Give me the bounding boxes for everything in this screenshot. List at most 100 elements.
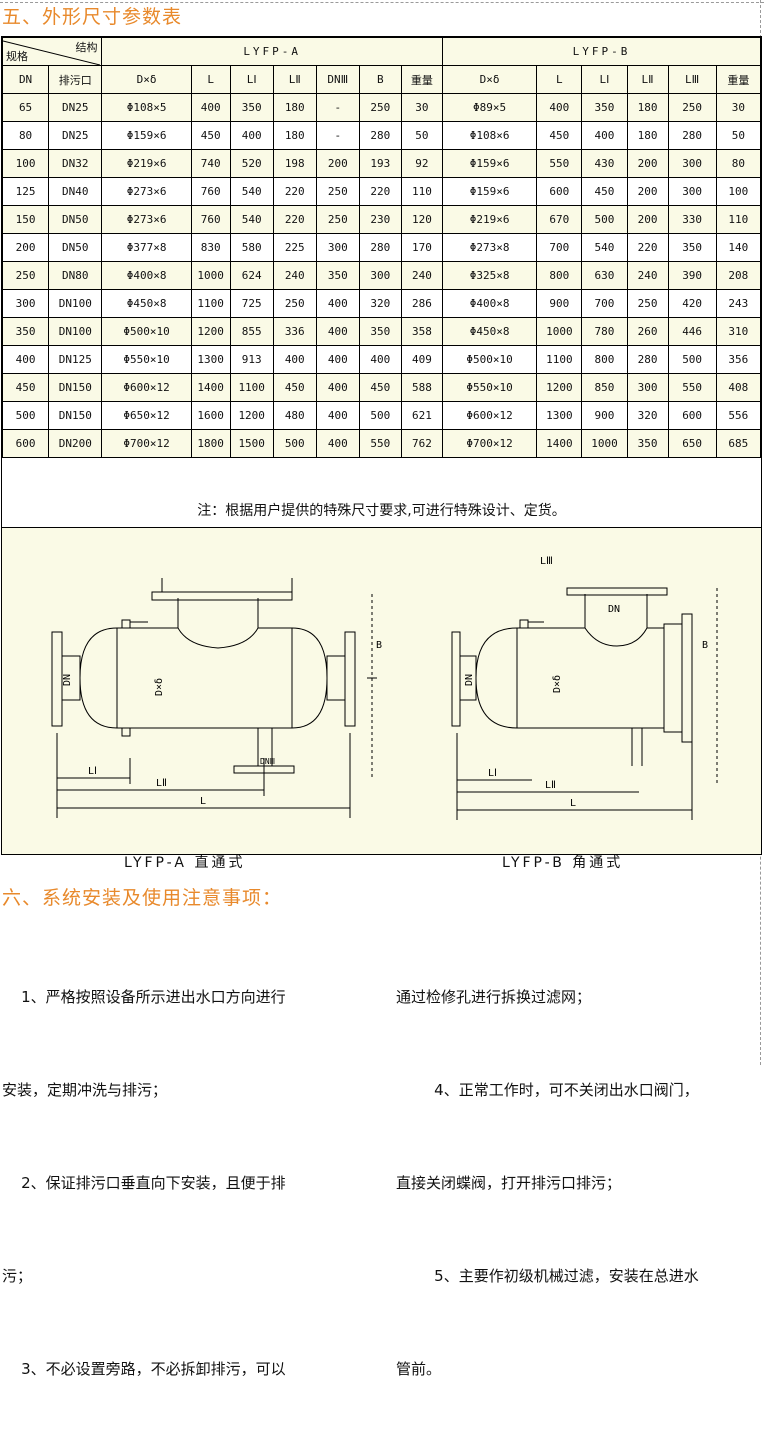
table-cell: 450 — [1, 373, 50, 402]
table-cell: 220 — [272, 177, 317, 206]
table-cell: Φ500×10 — [101, 317, 192, 346]
table-cell: 450 — [581, 177, 628, 206]
table-cell: DN100 — [48, 289, 103, 318]
drawing-b-dn-label: DN — [464, 674, 475, 686]
table-cell: - — [315, 93, 360, 122]
table-cell: 225 — [272, 233, 317, 262]
table-cell: 208 — [715, 261, 762, 290]
table-cell: 280 — [358, 233, 402, 262]
table-cell: Φ377×8 — [101, 233, 192, 262]
drawing-a-l1-label: LⅠ — [88, 766, 97, 777]
table-cell: 356 — [715, 345, 762, 374]
table-cell: 430 — [581, 149, 628, 178]
table-cell: 220 — [272, 205, 317, 234]
technical-drawings: D×δ DN LⅠ LⅡ L B DNⅢ — [51, 556, 718, 820]
table-cell: 250 — [272, 289, 317, 318]
table-cell: 621 — [400, 401, 443, 430]
table-cell: Φ108×5 — [101, 93, 192, 122]
table-cell: 762 — [400, 429, 443, 458]
drawing-b-dn-top-label: DN — [608, 604, 620, 615]
table-cell: 220 — [626, 233, 669, 262]
drawing-a-dn3-label: DNⅢ — [260, 757, 275, 766]
table-cell: 110 — [715, 205, 762, 234]
corner-top-label: 结构 — [75, 41, 98, 54]
table-cell: 300 — [358, 261, 402, 290]
table-cell: 850 — [581, 373, 628, 402]
table-cell: Φ108×6 — [441, 121, 538, 150]
column-header: D×δ — [441, 65, 538, 94]
table-cell: 1300 — [536, 401, 583, 430]
table-cell: 1200 — [536, 373, 583, 402]
table-cell: 50 — [400, 121, 443, 150]
column-header: LⅡ — [272, 65, 317, 94]
table-cell: Φ600×12 — [441, 401, 538, 430]
drawing-b: D×δ DN DN LⅢ LⅠ LⅡ L B — [451, 556, 718, 820]
table-cell: 725 — [229, 289, 274, 318]
drawing-a-dd-label: D×δ — [154, 678, 165, 696]
table-cell: 390 — [667, 261, 717, 290]
table-cell: Φ273×6 — [101, 177, 192, 206]
table-cell: 500 — [1, 401, 50, 430]
table-cell: 1100 — [190, 289, 231, 318]
table-cell: 320 — [626, 401, 669, 430]
table-cell: 400 — [272, 345, 317, 374]
table-cell: DN200 — [48, 429, 103, 458]
table-cell: 336 — [272, 317, 317, 346]
table-cell: 400 — [1, 345, 50, 374]
table-cell: 480 — [272, 401, 317, 430]
table-cell: 400 — [190, 93, 231, 122]
table-cell: 1100 — [536, 345, 583, 374]
table-cell: 170 — [400, 233, 443, 262]
table-cell: 400 — [315, 289, 360, 318]
table-cell: 350 — [315, 261, 360, 290]
notes-right-line: 4、正常工作时，可不关闭出水口阀门， — [396, 1081, 699, 1099]
table-cell: 855 — [229, 317, 274, 346]
column-header: L — [536, 65, 583, 94]
table-cell: 300 — [626, 373, 669, 402]
column-header: 重量 — [715, 65, 762, 94]
drawing-b-caption: LYFP-B 角通式 — [502, 855, 624, 871]
drawing-a-caption: LYFP-A 直通式 — [124, 855, 246, 871]
table-cell: - — [315, 121, 360, 150]
table-cell: 280 — [626, 345, 669, 374]
table-cell: 286 — [400, 289, 443, 318]
drawing-a: D×δ DN LⅠ LⅡ L B DNⅢ — [51, 578, 382, 818]
table-cell: 600 — [536, 177, 583, 206]
table-cell: 400 — [315, 401, 360, 430]
notes-left-line: 安装，定期冲洗与排污； — [2, 1081, 168, 1099]
table-cell: 250 — [315, 205, 360, 234]
column-header: B — [358, 65, 402, 94]
table-cell: 420 — [667, 289, 717, 318]
table-cell: 250 — [626, 289, 669, 318]
table-cell: 300 — [1, 289, 50, 318]
table-cell: 300 — [667, 149, 717, 178]
table-cell: 230 — [358, 205, 402, 234]
drawing-a-l-label: L — [200, 796, 206, 807]
table-cell: 600 — [1, 429, 50, 458]
table-cell: 250 — [358, 93, 402, 122]
table-cell: Φ159×6 — [441, 149, 538, 178]
notes-right-line: 管前。 — [396, 1360, 442, 1378]
group-a-header: LYFP-A — [101, 37, 443, 66]
table-cell: 700 — [536, 233, 583, 262]
table-cell: 330 — [667, 205, 717, 234]
table-cell: 358 — [400, 317, 443, 346]
table-cell: 1100 — [229, 373, 274, 402]
table-cell: 780 — [581, 317, 628, 346]
drawing-b-l2-label: LⅡ — [545, 780, 556, 791]
table-cell: 180 — [626, 121, 669, 150]
notes-left-line: 1、严格按照设备所示进出水口方向进行 — [2, 988, 286, 1006]
table-cell: 650 — [667, 429, 717, 458]
table-cell: 1400 — [190, 373, 231, 402]
table-cell: 30 — [715, 93, 762, 122]
table-cell: 400 — [358, 345, 402, 374]
table-cell: 830 — [190, 233, 231, 262]
table-cell: 140 — [715, 233, 762, 262]
table-cell: DN25 — [48, 121, 103, 150]
table-cell: 1400 — [536, 429, 583, 458]
